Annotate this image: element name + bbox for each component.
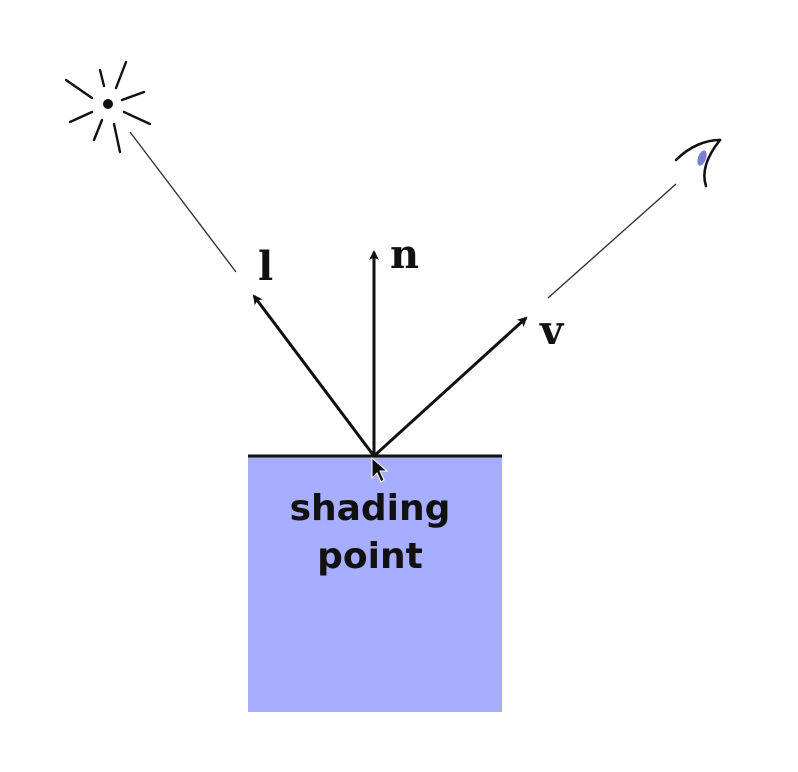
surface-label-line1: shading — [290, 488, 451, 529]
view-vector-label: v — [539, 307, 565, 354]
light-vector-label: l — [258, 243, 273, 290]
light-guide-line — [129, 131, 237, 273]
view-guide-line — [547, 183, 677, 299]
normal-vector-label: n — [390, 231, 419, 278]
light-source-icon — [64, 60, 152, 154]
surface-block — [248, 456, 502, 712]
view-vector-arrow — [372, 316, 528, 458]
mouse-cursor-icon — [371, 456, 389, 483]
light-vector-arrow — [252, 294, 376, 457]
surface-label-line2: point — [317, 536, 423, 577]
eye-icon — [674, 138, 722, 188]
